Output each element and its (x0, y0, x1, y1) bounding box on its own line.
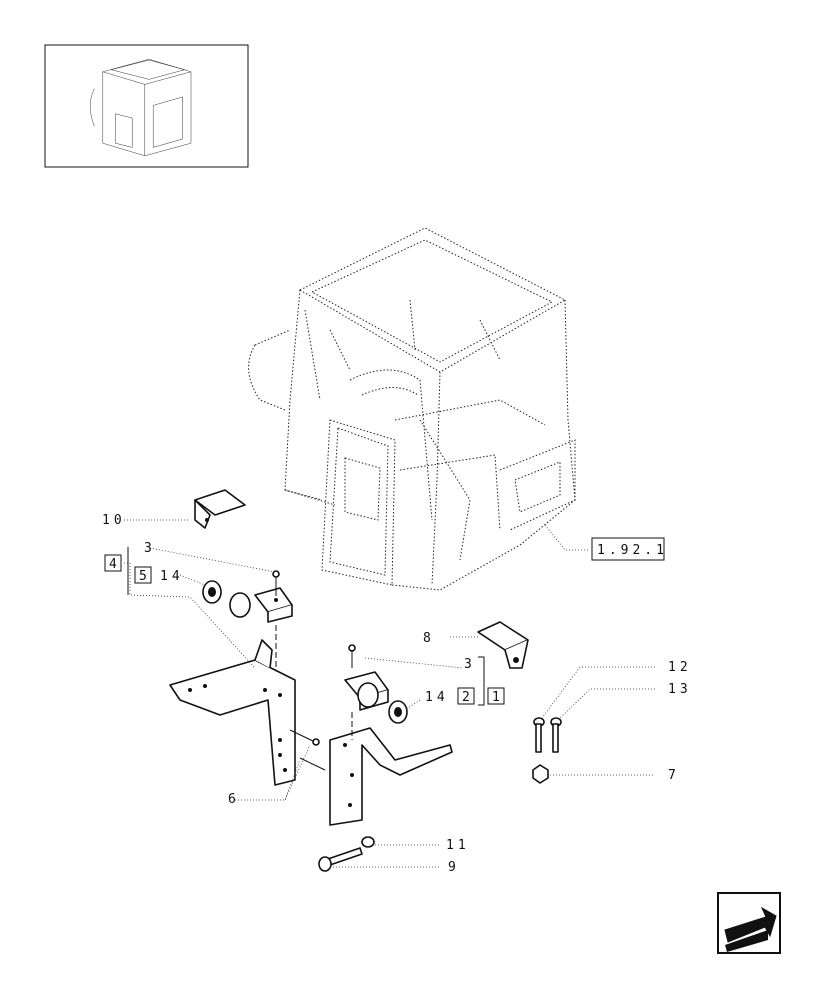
bolt-part-13 (550, 717, 562, 753)
callout-box-1 (487, 687, 505, 705)
cap-part-14-left (202, 580, 222, 604)
bracket-part-10 (194, 489, 246, 529)
callout-5: 5 (139, 569, 151, 584)
washer-part-11 (361, 836, 375, 848)
callout-12: 12 (668, 660, 692, 675)
callout-box-2 (457, 687, 475, 705)
back-arrow-icon[interactable] (717, 892, 781, 954)
bracket-part-4 (169, 639, 296, 786)
callout-14-right: 14 (425, 690, 449, 705)
bolt-part-9 (318, 847, 363, 872)
nut-part-7 (532, 764, 549, 784)
mount-part-3-left (229, 587, 293, 623)
callout-4: 4 (109, 557, 121, 572)
callout-11: 11 (446, 838, 470, 853)
callout-bracket-right (478, 656, 485, 706)
bolts-part-6 (289, 729, 326, 771)
callout-9: 9 (448, 860, 460, 875)
cab-frame (248, 227, 576, 591)
bolt-part-12 (533, 717, 545, 753)
cab-thumbnail-icon[interactable] (44, 44, 249, 168)
bracket-part-1 (329, 727, 453, 826)
callout-box-4 (104, 554, 122, 572)
callout-3-left: 3 (144, 541, 156, 556)
callout-box-5 (134, 566, 152, 584)
callout-10: 10 (102, 513, 126, 528)
callout-1: 1 (492, 690, 504, 705)
callout-14-left: 14 (160, 569, 184, 584)
mount-part-3-right (344, 671, 408, 724)
bolt-part-3-right (348, 644, 356, 740)
callout-reference[interactable]: 1.92.1 (597, 543, 668, 558)
callout-6: 6 (228, 792, 240, 807)
callout-2: 2 (462, 690, 474, 705)
bolt-part-3-left (272, 570, 280, 670)
callout-7: 7 (668, 768, 680, 783)
callout-box-ref[interactable] (591, 537, 665, 561)
callout-3-right: 3 (464, 657, 476, 672)
callout-13: 13 (668, 682, 692, 697)
callout-8: 8 (423, 631, 435, 646)
bracket-part-8 (477, 621, 529, 669)
